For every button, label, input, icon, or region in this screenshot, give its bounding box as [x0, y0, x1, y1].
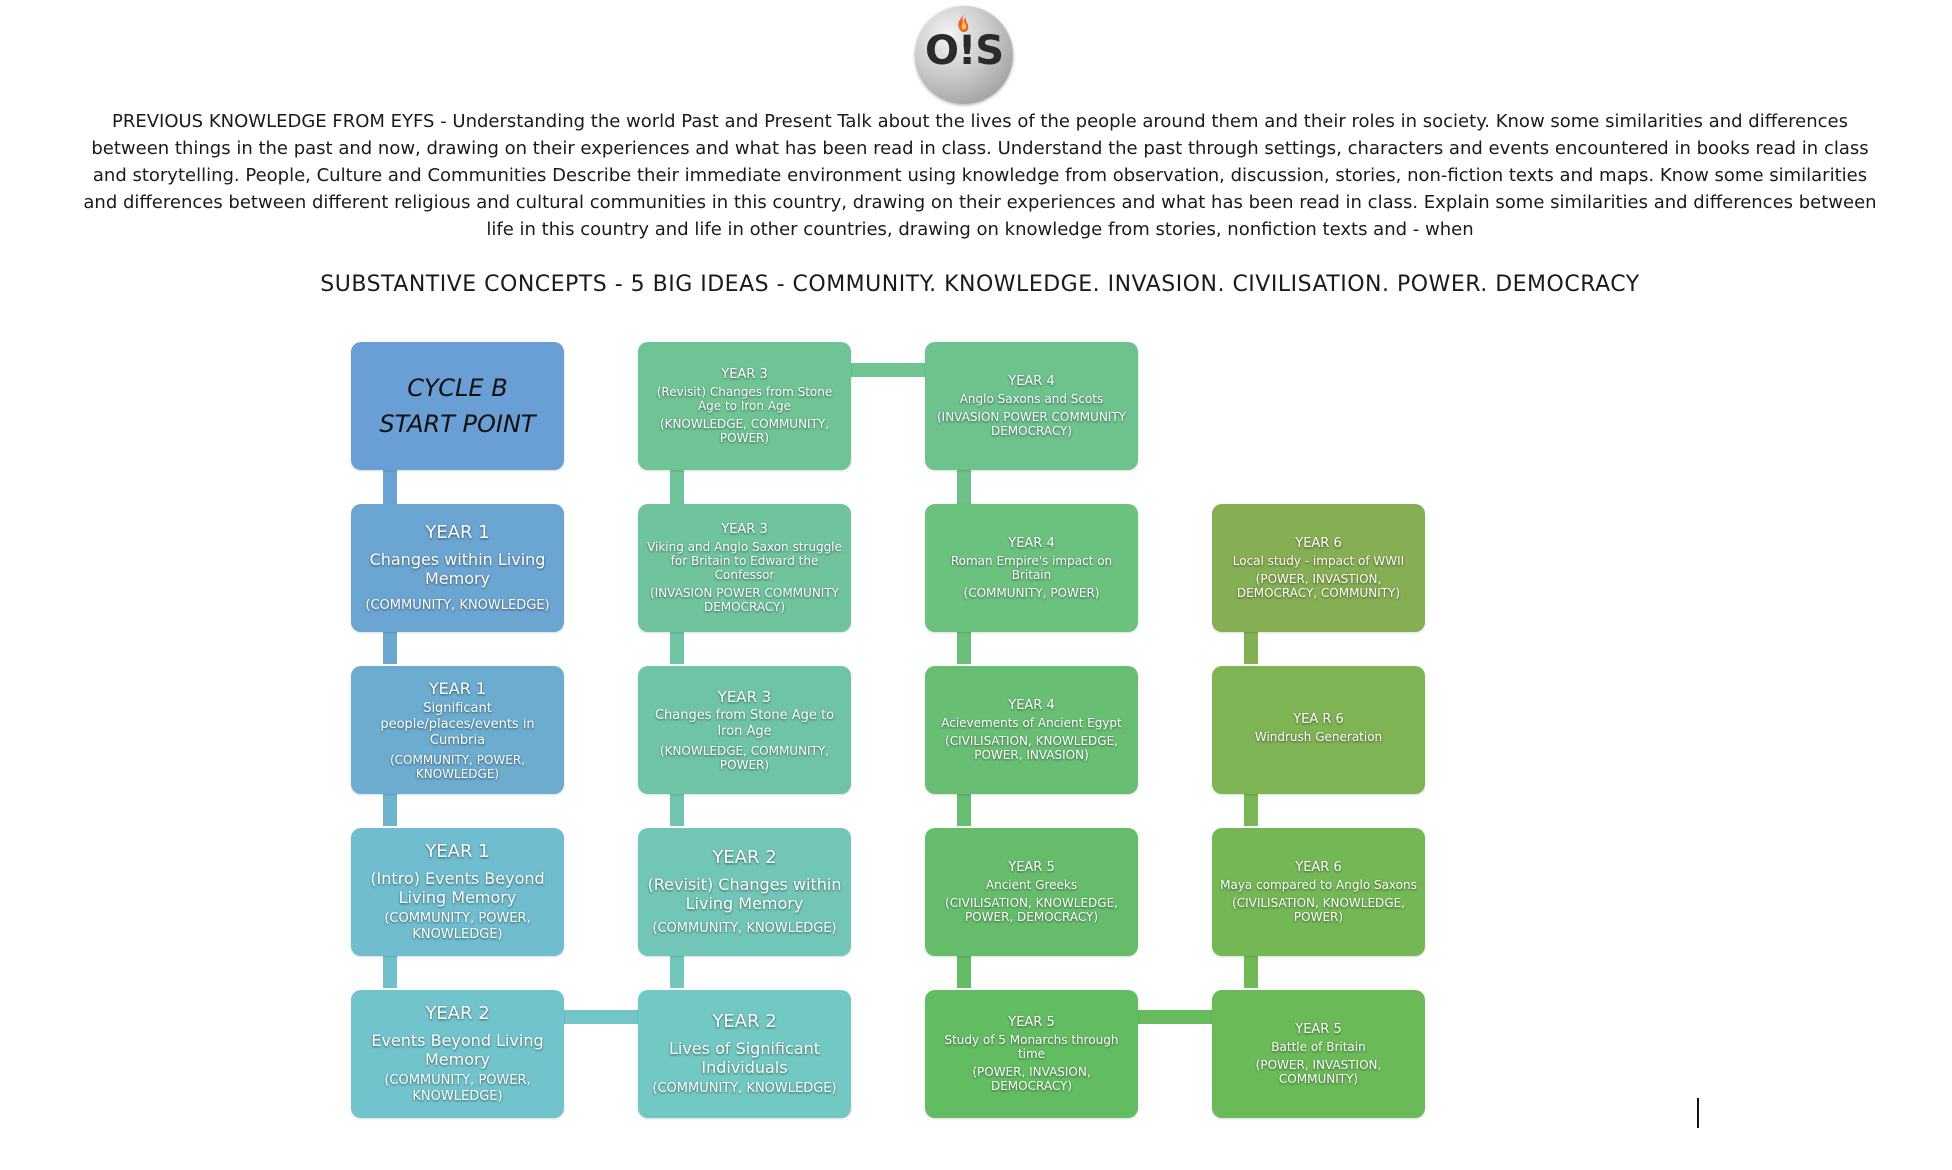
- box-topic: Roman Empire's impact on Britain: [950, 554, 1113, 582]
- box-concepts: (COMMUNITY, KNOWLEDGE): [652, 1081, 837, 1096]
- year1-changes-living-memory-box: YEAR 1 Changes within Living Memory (COM…: [351, 504, 564, 632]
- connector: [383, 468, 397, 504]
- box-topic: Significant people/places/events in Cumb…: [380, 701, 535, 748]
- start-line-1: CYCLE B: [407, 374, 508, 402]
- box-concepts: (COMMUNITY, POWER): [963, 586, 1100, 600]
- box-year: YEAR 6: [1295, 536, 1342, 551]
- box-year: YEAR 3: [717, 688, 772, 706]
- box-year: YEAR 5: [1008, 860, 1055, 875]
- torch-flame-icon: [958, 14, 969, 32]
- connector: [564, 1010, 638, 1024]
- year2-significant-individuals-box: YEAR 2 Lives of Significant Individuals …: [638, 990, 851, 1118]
- logo-text: O!S: [924, 28, 1004, 74]
- box-concepts: (KNOWLEDGE, COMMUNITY, POWER): [659, 744, 830, 772]
- box-topic: Ancient Greeks: [985, 878, 1078, 892]
- connector: [957, 792, 971, 826]
- year3-viking-anglo-saxon-box: YEAR 3 Viking and Anglo Saxon struggle f…: [638, 504, 851, 632]
- box-concepts: (POWER, INVASION, DEMOCRACY): [972, 1065, 1091, 1093]
- box-year: YEAR 4: [1008, 536, 1055, 551]
- connector: [1244, 630, 1258, 664]
- connector: [383, 630, 397, 664]
- box-year: YEAR 1: [425, 522, 490, 543]
- year2-events-beyond-box: YEAR 2 Events Beyond Living Memory (COMM…: [351, 990, 564, 1118]
- box-year: YEAR 2: [712, 847, 777, 868]
- box-concepts: (INVASION POWER COMMUNITY DEMOCRACY): [936, 410, 1126, 438]
- box-topic: (Intro) Events Beyond Living Memory: [370, 869, 545, 907]
- box-year: YEAR 3: [721, 367, 768, 382]
- year6-local-study-wwii-box: YEAR 6 Local study - impact of WWII (POW…: [1212, 504, 1425, 632]
- box-concepts: (COMMUNITY, KNOWLEDGE): [652, 921, 837, 936]
- box-concepts: (COMMUNITY, POWER, KNOWLEDGE): [389, 753, 526, 781]
- box-year: YEAR 4: [1008, 374, 1055, 389]
- box-topic: Events Beyond Living Memory: [371, 1031, 544, 1069]
- connector: [1138, 1010, 1212, 1024]
- connector: [957, 630, 971, 664]
- box-concepts: (CIVILISATION, KNOWLEDGE, POWER): [1232, 896, 1405, 924]
- box-topic: Study of 5 Monarchs through time: [944, 1033, 1119, 1061]
- box-topic: Viking and Anglo Saxon struggle for Brit…: [647, 540, 842, 582]
- connector: [383, 792, 397, 826]
- box-topic: Changes within Living Memory: [369, 550, 546, 588]
- connector: [957, 954, 971, 988]
- year5-five-monarchs-box: YEAR 5 Study of 5 Monarchs through time …: [925, 990, 1138, 1118]
- box-concepts: (COMMUNITY, KNOWLEDGE): [365, 598, 550, 613]
- year1-cumbria-box: YEAR 1 Significant people/places/events …: [351, 666, 564, 794]
- year3-stone-age-iron-age-box: YEAR 3 Changes from Stone Age to Iron Ag…: [638, 666, 851, 794]
- box-year: YEAR 5: [1295, 1022, 1342, 1037]
- connector: [670, 954, 684, 988]
- box-topic: Local study - impact of WWII: [1232, 554, 1405, 568]
- year4-roman-empire-box: YEAR 4 Roman Empire's impact on Britain …: [925, 504, 1138, 632]
- previous-knowledge-text: PREVIOUS KNOWLEDGE FROM EYFS - Understan…: [83, 111, 1877, 240]
- box-topic: Maya compared to Anglo Saxons: [1220, 878, 1417, 892]
- box-concepts: (POWER, INVASTION, COMMUNITY): [1255, 1058, 1382, 1086]
- connector: [670, 792, 684, 826]
- box-concepts: (INVASION POWER COMMUNITY DEMOCRACY): [649, 586, 839, 614]
- box-year: YEAR 5: [1008, 1015, 1055, 1030]
- year1-intro-events-beyond-box: YEAR 1 (Intro) Events Beyond Living Memo…: [351, 828, 564, 956]
- connector: [851, 363, 925, 377]
- box-topic: (Revisit) Changes within Living Memory: [647, 875, 842, 913]
- year2-revisit-living-memory-box: YEAR 2 (Revisit) Changes within Living M…: [638, 828, 851, 956]
- box-concepts: (KNOWLEDGE, COMMUNITY, POWER): [659, 417, 830, 445]
- box-year: YEAR 1: [425, 841, 490, 862]
- box-concepts: (COMMUNITY, POWER, KNOWLEDGE): [384, 1073, 531, 1104]
- connector: [670, 630, 684, 664]
- box-topic: Anglo Saxons and Scots: [959, 392, 1104, 406]
- box-topic: Battle of Britain: [1271, 1040, 1366, 1054]
- text-cursor: [1697, 1098, 1699, 1128]
- connector: [1244, 954, 1258, 988]
- box-year: YEAR 1: [428, 679, 487, 698]
- box-year: YEAR 4: [1008, 698, 1055, 713]
- box-year: YEAR 3: [721, 522, 768, 537]
- year6-windrush-generation-box: YEA R 6 Windrush Generation: [1212, 666, 1425, 794]
- year3-revisit-stone-age-box: YEAR 3 (Revisit) Changes from Stone Age …: [638, 342, 851, 470]
- box-year: YEA R 6: [1293, 712, 1344, 727]
- box-concepts: (POWER, INVASTION, DEMOCRACY, COMMUNITY): [1236, 572, 1401, 600]
- box-concepts: (CIVILISATION, KNOWLEDGE, POWER, DEMOCRA…: [945, 896, 1118, 924]
- box-topic: Acievements of Ancient Egypt: [941, 716, 1122, 730]
- year4-anglo-saxons-scots-box: YEAR 4 Anglo Saxons and Scots (INVASION …: [925, 342, 1138, 470]
- substantive-concepts-heading: SUBSTANTIVE CONCEPTS - 5 BIG IDEAS - COM…: [320, 272, 1640, 297]
- box-year: YEAR 2: [425, 1003, 490, 1024]
- connector: [957, 468, 971, 504]
- box-year: YEAR 2: [712, 1011, 777, 1032]
- box-concepts: (CIVILISATION, KNOWLEDGE, POWER, INVASIO…: [945, 734, 1118, 762]
- connector: [670, 468, 684, 504]
- school-logo: O!S: [915, 6, 1013, 104]
- connector: [383, 954, 397, 988]
- connector: [1244, 792, 1258, 826]
- box-topic: Changes from Stone Age to Iron Age: [654, 708, 835, 739]
- cycle-b-start-point-box: CYCLE B START POINT: [351, 342, 564, 470]
- year5-battle-of-britain-box: YEAR 5 Battle of Britain (POWER, INVASTI…: [1212, 990, 1425, 1118]
- year6-maya-box: YEAR 6 Maya compared to Anglo Saxons (CI…: [1212, 828, 1425, 956]
- box-year: YEAR 6: [1295, 860, 1342, 875]
- box-topic: (Revisit) Changes from Stone Age to Iron…: [656, 385, 833, 413]
- year5-ancient-greeks-box: YEAR 5 Ancient Greeks (CIVILISATION, KNO…: [925, 828, 1138, 956]
- start-line-2: START POINT: [379, 410, 536, 438]
- year4-ancient-egypt-box: YEAR 4 Acievements of Ancient Egypt (CIV…: [925, 666, 1138, 794]
- box-concepts: (COMMUNITY, POWER, KNOWLEDGE): [384, 911, 531, 942]
- box-topic: Windrush Generation: [1254, 730, 1383, 744]
- box-topic: Lives of Significant Individuals: [668, 1039, 821, 1077]
